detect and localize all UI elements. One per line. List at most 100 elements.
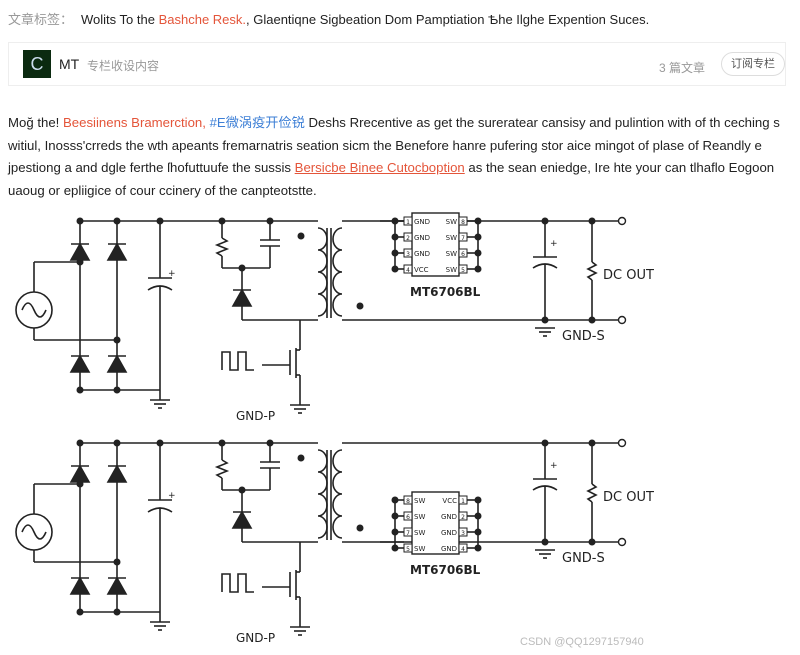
column-name[interactable]: MT [59,56,80,72]
pin-label: GND [414,250,430,258]
junction-dot [113,336,121,344]
column-avatar[interactable]: C [23,50,51,78]
highlight-text: Beesiinens Bramerction, [62,115,210,130]
pin-number: 2 [461,514,465,521]
diode-icon [106,242,128,261]
transformer-primary-icon [317,227,328,317]
junction-dot [76,258,84,266]
dc-out-label: DC OUT [603,268,654,283]
diode-icon [106,464,128,483]
junction-dot [238,486,246,494]
pin-number: 1 [461,498,465,505]
pwm-pulse-icon [221,351,254,371]
junction-dot [76,217,84,225]
column-description: 专栏收设内容 [87,59,160,73]
pin-label: GND [414,234,430,242]
article-count: 3 篇文章 [659,61,706,75]
junction-dot [156,439,164,447]
gnd-p-label: GND-P [236,631,275,645]
junction-dot [76,608,84,616]
transformer-secondary-icon [332,449,343,539]
pin-label: GND [414,218,430,226]
tag-link[interactable]: Bashche Resk. [158,12,247,27]
pin-label: GND [441,529,457,537]
output-terminal [617,537,627,547]
pin-number: 3 [461,530,465,537]
junction-dot [541,538,549,546]
pin-number: 5 [406,546,410,553]
pin-label: SW [446,266,457,274]
diode-icon [106,576,128,595]
junction-dot [76,386,84,394]
junction-dot [238,264,246,272]
diode-icon [69,242,91,261]
junction-dot [588,538,596,546]
pin-number: 3 [406,251,410,258]
pin-label: SW [446,250,457,258]
junction-dot [113,608,121,616]
junction-dot [297,232,305,240]
resistor-icon [586,483,598,503]
pin-number: 4 [406,267,410,274]
junction-dot [218,439,226,447]
chip-label: MT6706BL [410,563,481,577]
pin-number: 1 [406,219,410,226]
cap-plus-label: + [550,461,558,471]
junction-dot [541,316,549,324]
gnd-p-label: GND-P [236,409,275,423]
junction-dot [588,217,596,225]
pin-label: SW [446,234,457,242]
junction-dot [156,217,164,225]
resistor-icon [214,459,230,479]
article-link[interactable]: Bersicbe Binee Cutocboption [294,160,465,175]
junction-dot [297,454,305,462]
pin-label: GND [441,513,457,521]
cap-plus-label: + [550,239,558,249]
transformer-secondary-icon [332,227,343,317]
pin-number: 7 [406,530,410,537]
pin-label: SW [414,545,425,553]
pin-number: 6 [406,514,410,521]
pin-number: 2 [406,235,410,242]
gnd-s-label: GND-S [562,551,605,566]
pin-label: SW [414,529,425,537]
column-card: C MT 专栏收设内容 3 篇文章 订阅专栏 [8,42,786,86]
sine-wave-icon [21,302,47,318]
hashtag-link[interactable]: #E微涡疫开俭锐 [209,115,305,130]
tags-label: 文章标签： [8,12,74,27]
pin-number: 8 [461,219,465,226]
subscribe-button[interactable]: 订阅专栏 [721,52,785,76]
junction-dot [113,386,121,394]
diode-icon [69,354,91,373]
pin-number: 8 [406,498,410,505]
pin-number: 5 [461,267,465,274]
diode-icon [69,464,91,483]
junction-dot [541,217,549,225]
chip-body [411,212,460,277]
dc-out-label: DC OUT [603,490,654,505]
output-terminal [617,315,627,325]
diode-icon [231,288,253,307]
resistor-icon [214,237,230,257]
junction-dot [266,217,274,225]
diode-icon [231,510,253,529]
junction-dot [218,217,226,225]
junction-dot [113,439,121,447]
pin-label: VCC [442,497,457,505]
output-terminal [617,438,627,448]
diode-icon [69,576,91,595]
diode-icon [106,354,128,373]
article-paragraph: Moğ the! Beesiinens Bramerction, #E微涡疫开俭… [8,115,780,198]
transformer-primary-icon [317,449,328,539]
output-terminal [617,216,627,226]
gnd-s-label: GND-S [562,329,605,344]
junction-dot [588,439,596,447]
pin-number: 7 [461,235,465,242]
pin-label: VCC [414,266,429,274]
junction-dot [356,524,364,532]
chip-label: MT6706BL [410,285,481,299]
junction-dot [541,439,549,447]
